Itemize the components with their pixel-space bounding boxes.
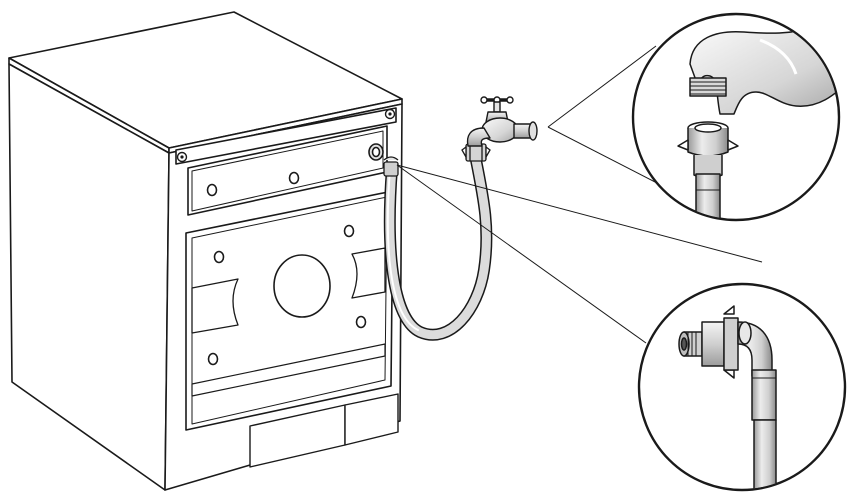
panel-hole xyxy=(355,315,367,329)
tap-thread-detail xyxy=(689,77,727,97)
hose-sleeve-detail xyxy=(751,369,777,489)
hose-coupling-detail xyxy=(677,121,739,219)
detail-tap-connection xyxy=(631,12,841,222)
panel-hole xyxy=(207,352,219,366)
rear-top-strip xyxy=(175,107,397,165)
machine-inlet-valve xyxy=(368,143,384,161)
machine-inlet-thread-detail xyxy=(678,331,703,357)
washing-machine-rear-view xyxy=(8,11,403,491)
inlet-hose xyxy=(383,143,493,341)
elbow-coupling-detail xyxy=(701,305,773,379)
drum-cover xyxy=(273,254,331,318)
panel-hole xyxy=(343,224,355,238)
base-block-right xyxy=(344,393,399,446)
panel-hole xyxy=(206,183,218,197)
right-cutout xyxy=(351,247,386,299)
tap-spout-detail xyxy=(689,27,838,115)
panel-hole xyxy=(288,171,300,185)
rear-lower-strip xyxy=(191,343,386,397)
panel-hole xyxy=(213,250,225,264)
hose-machine-fitting xyxy=(383,156,399,177)
left-cutout xyxy=(191,278,239,334)
water-tap xyxy=(466,96,538,147)
detail-machine-connection xyxy=(637,282,847,492)
